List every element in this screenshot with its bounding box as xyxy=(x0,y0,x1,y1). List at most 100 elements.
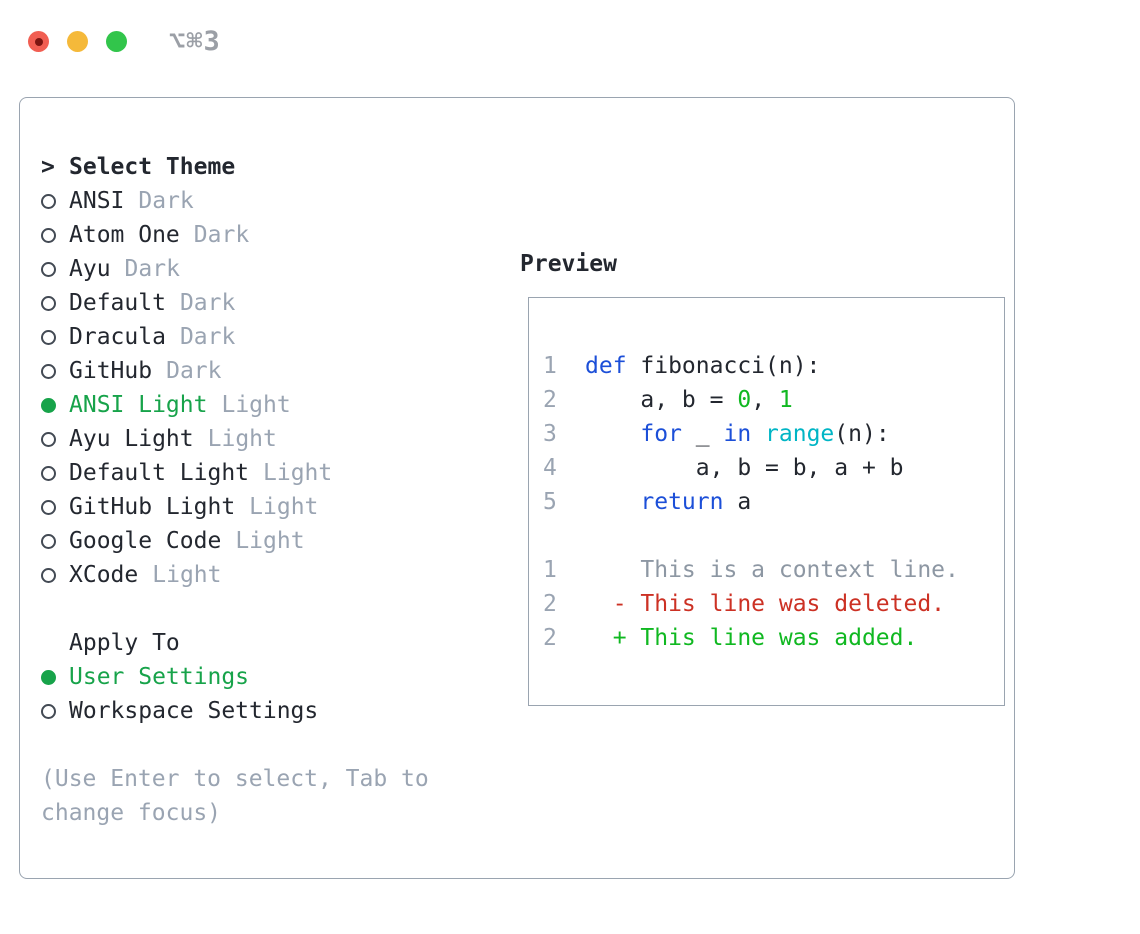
radio-unselected-icon xyxy=(41,261,56,277)
maximize-button[interactable] xyxy=(106,31,127,52)
option-label: Ayu Light xyxy=(69,426,194,452)
code-token xyxy=(585,421,640,447)
code-content: + This line was added. xyxy=(585,621,918,655)
code-token: 1 xyxy=(778,387,793,413)
code-line: 2 a, b = 0, 1 xyxy=(543,383,1004,417)
code-line: 5 return a xyxy=(543,485,1004,519)
option-label: ANSI Light xyxy=(69,392,208,418)
radio-unselected-icon xyxy=(41,533,56,549)
theme-option-ansi[interactable]: ANSI Dark xyxy=(41,184,429,218)
option-variant-label: Dark xyxy=(179,324,236,350)
option-variant-label: Light xyxy=(263,460,333,486)
theme-option-ansi-light[interactable]: ANSI Light Light xyxy=(41,388,429,422)
code-content: a, b = 0, 1 xyxy=(585,383,793,417)
code-line: 2 - This line was deleted. xyxy=(543,587,1004,621)
option-variant-label: Dark xyxy=(124,256,180,282)
line-number: 1 xyxy=(543,353,557,379)
code-token: , xyxy=(751,387,779,413)
option-label: Atom One xyxy=(69,222,180,248)
code-content: return a xyxy=(585,485,751,519)
apply-to-header: Apply To xyxy=(41,626,429,660)
option-label: Default xyxy=(69,290,166,316)
help-text-line-1: (Use Enter to select, Tab to xyxy=(41,766,429,792)
code-token: in xyxy=(723,421,752,447)
apply-option-user-settings[interactable]: User Settings xyxy=(41,660,429,694)
code-line: 2 + This line was added. xyxy=(543,621,1004,655)
selection-prompt-icon: > xyxy=(41,154,55,180)
option-variant-label: Light xyxy=(221,392,291,418)
radio-unselected-icon xyxy=(41,567,56,583)
radio-unselected-icon xyxy=(41,193,56,209)
code-token: a, b = xyxy=(585,387,738,413)
line-number: 2 xyxy=(543,625,557,651)
code-token: 0 xyxy=(737,387,752,413)
option-label: XCode xyxy=(69,562,139,588)
radio-unselected-icon xyxy=(41,499,56,515)
help-text-line-2: change focus) xyxy=(41,800,222,826)
code-token: a, b = b, a + b xyxy=(585,455,904,481)
option-label: Ayu xyxy=(69,256,111,282)
radio-selected-icon xyxy=(41,669,56,685)
radio-unselected-icon xyxy=(41,431,56,447)
code-content: for _ in range(n): xyxy=(585,417,889,451)
option-label: Google Code xyxy=(69,528,222,554)
titlebar: ⌥⌘3 xyxy=(28,26,221,57)
line-number: 2 xyxy=(543,591,557,617)
code-token: def xyxy=(585,353,627,379)
radio-selected-icon xyxy=(41,397,56,413)
option-variant-label: Dark xyxy=(138,188,194,214)
line-number: 5 xyxy=(543,489,557,515)
code-token xyxy=(585,489,640,515)
line-number: 1 xyxy=(543,557,557,583)
theme-option-github[interactable]: GitHub Dark xyxy=(41,354,429,388)
minimize-button[interactable] xyxy=(67,31,88,52)
radio-unselected-icon xyxy=(41,363,56,379)
theme-option-atom-one[interactable]: Atom One Dark xyxy=(41,218,429,252)
code-token: fibonacci(n): xyxy=(626,353,821,379)
radio-unselected-icon xyxy=(41,329,56,345)
line-number: 4 xyxy=(543,455,557,481)
option-label: ANSI xyxy=(69,188,125,214)
theme-option-default-light[interactable]: Default Light Light xyxy=(41,456,429,490)
line-number xyxy=(543,519,557,553)
option-variant-label: Light xyxy=(249,494,319,520)
option-variant-label: Dark xyxy=(193,222,250,248)
code-token: range xyxy=(765,421,835,447)
line-number: 3 xyxy=(543,421,557,447)
theme-option-xcode[interactable]: XCode Light xyxy=(41,558,429,592)
option-label: Default Light xyxy=(69,460,250,486)
code-token: for xyxy=(640,421,682,447)
option-label: GitHub xyxy=(69,358,153,384)
apply-option-workspace-settings[interactable]: Workspace Settings xyxy=(41,694,429,728)
theme-option-ayu[interactable]: Ayu Dark xyxy=(41,252,429,286)
apply-to-title: Apply To xyxy=(69,630,180,656)
code-line: 1 def fibonacci(n): xyxy=(543,349,1004,383)
close-button[interactable] xyxy=(28,31,49,52)
code-line xyxy=(543,519,1004,553)
code-token: - This line was deleted. xyxy=(585,591,946,617)
radio-unselected-icon xyxy=(41,227,56,243)
code-token: This is a context line. xyxy=(585,557,959,583)
radio-unselected-icon xyxy=(41,465,56,481)
code-content: a, b = b, a + b xyxy=(585,451,904,485)
select-theme-title: Select Theme xyxy=(69,154,236,180)
code-line: 1 This is a context line. xyxy=(543,553,1004,587)
code-line: 3 for _ in range(n): xyxy=(543,417,1004,451)
option-variant-label: Light xyxy=(152,562,222,588)
option-label: Workspace Settings xyxy=(69,698,319,724)
select-theme-header: > Select Theme xyxy=(41,150,429,184)
option-variant-label: Dark xyxy=(166,358,222,384)
line-number: 2 xyxy=(543,387,557,413)
